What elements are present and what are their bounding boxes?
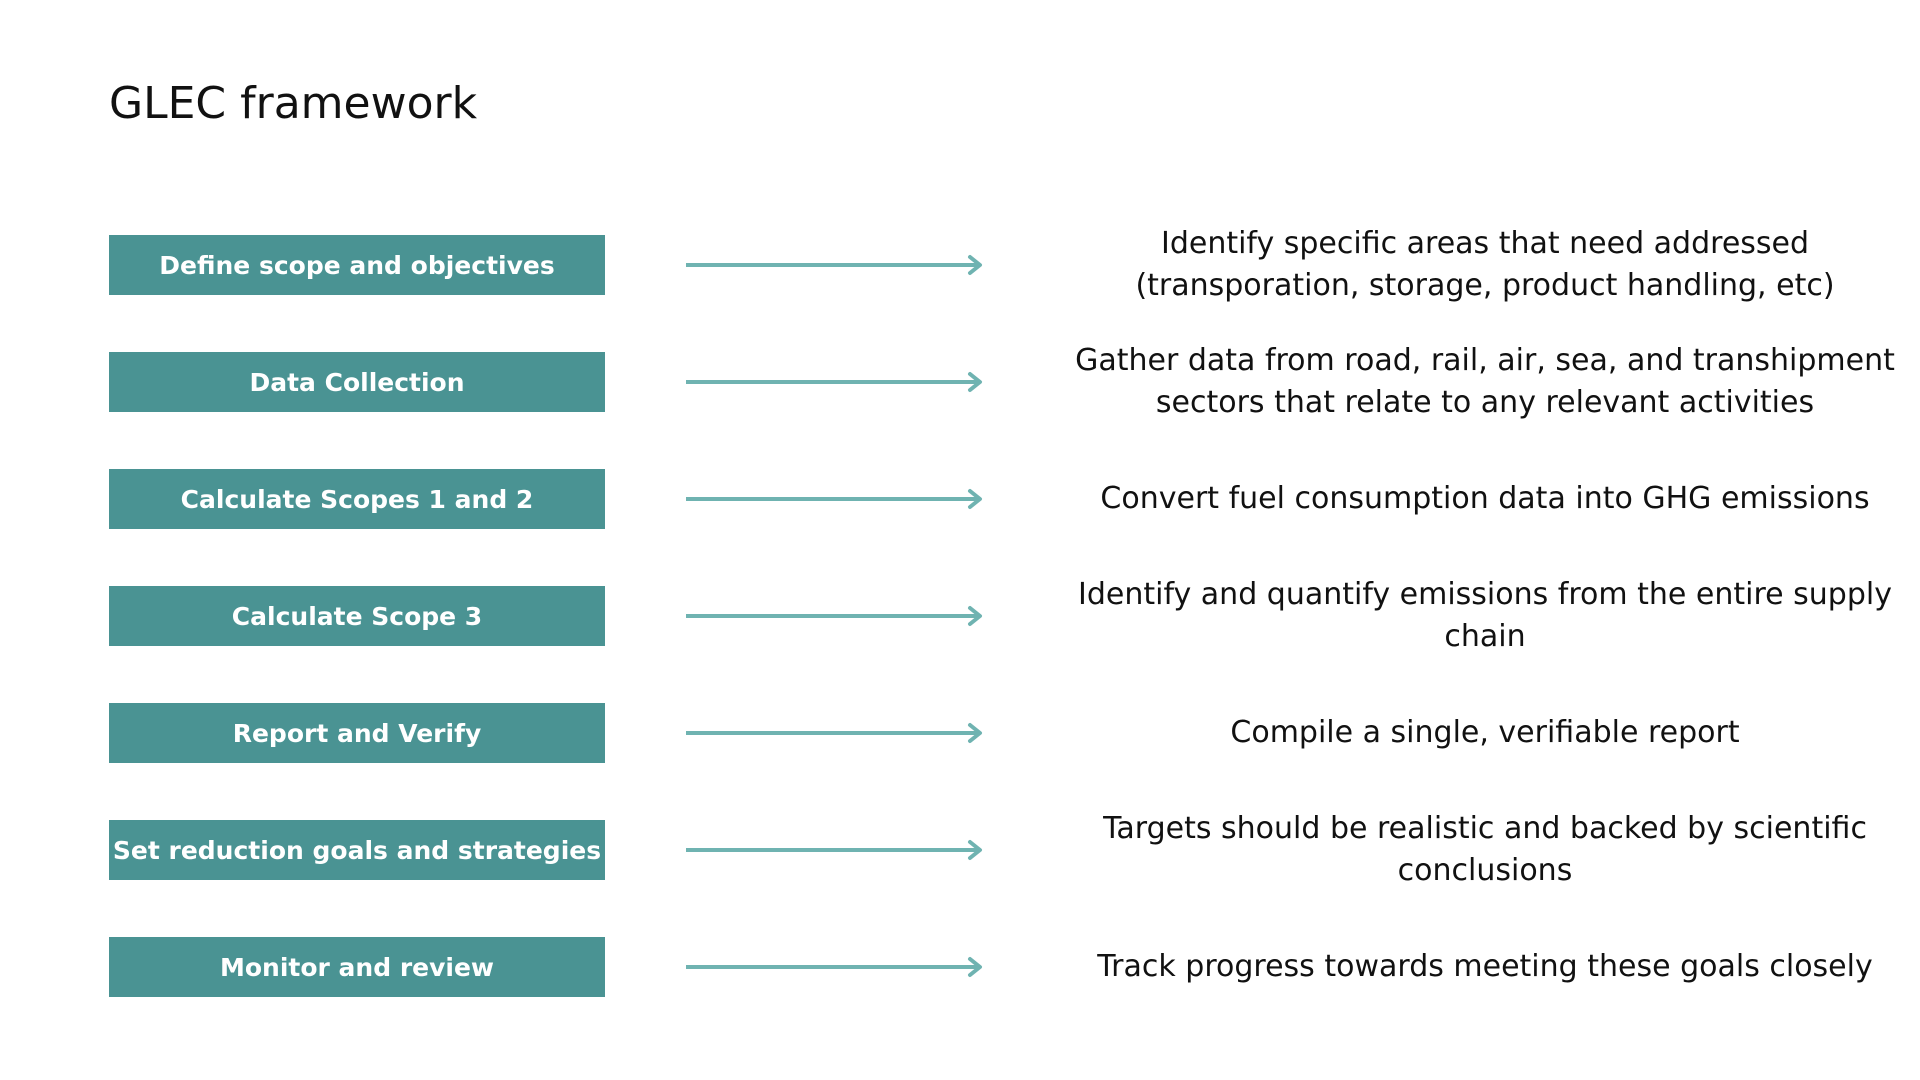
step-box: Monitor and review: [109, 937, 605, 997]
step-row: Data Collection Gather data from road, r…: [0, 322, 1920, 442]
step-row: Report and Verify Compile a single, veri…: [0, 673, 1920, 793]
right-arrow-icon: [686, 606, 982, 626]
step-description: Targets should be realistic and backed b…: [1103, 811, 1867, 888]
step-description: Identify and quantify emissions from the…: [1078, 577, 1892, 654]
step-description: Compile a single, verifiable report: [1230, 715, 1740, 750]
step-row: Set reduction goals and strategies Targe…: [0, 790, 1920, 910]
step-description: Convert fuel consumption data into GHG e…: [1100, 481, 1870, 516]
right-arrow-icon: [686, 723, 982, 743]
step-description: Identify specific areas that need addres…: [1135, 226, 1835, 303]
step-box: Set reduction goals and strategies: [109, 820, 605, 880]
step-row: Calculate Scopes 1 and 2 Convert fuel co…: [0, 439, 1920, 559]
step-row: Monitor and review Track progress toward…: [0, 907, 1920, 1027]
step-description: Gather data from road, rail, air, sea, a…: [1075, 343, 1895, 420]
right-arrow-icon: [686, 489, 982, 509]
step-box: Report and Verify: [109, 703, 605, 763]
right-arrow-icon: [686, 372, 982, 392]
right-arrow-icon: [686, 255, 982, 275]
right-arrow-icon: [686, 840, 982, 860]
page-title: GLEC framework: [109, 78, 478, 129]
step-box: Data Collection: [109, 352, 605, 412]
step-description: Track progress towards meeting these goa…: [1097, 949, 1873, 984]
step-row: Define scope and objectives Identify spe…: [0, 205, 1920, 325]
step-box: Calculate Scopes 1 and 2: [109, 469, 605, 529]
step-box: Define scope and objectives: [109, 235, 605, 295]
step-box: Calculate Scope 3: [109, 586, 605, 646]
step-row: Calculate Scope 3 Identify and quantify …: [0, 556, 1920, 676]
right-arrow-icon: [686, 957, 982, 977]
